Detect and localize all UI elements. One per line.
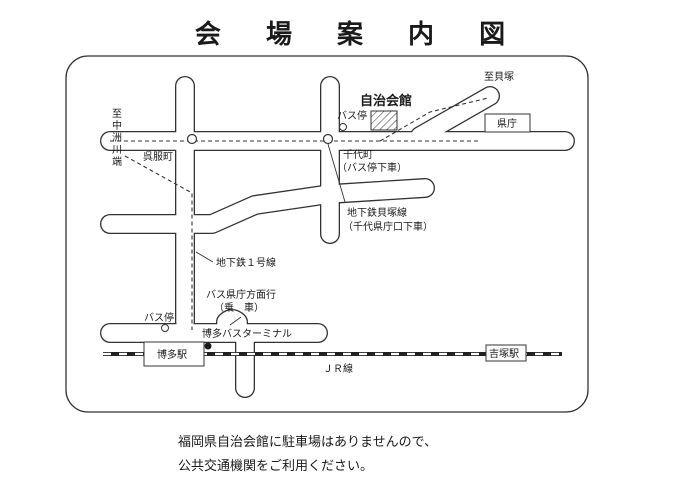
- label-itaru-nakasu: 至 中 洲 川 端: [112, 108, 122, 168]
- kencho-box: [484, 113, 531, 133]
- label-jr-line: ＪＲ線: [323, 362, 353, 375]
- svg-text:洲: 洲: [112, 132, 122, 144]
- label-yoshizuka-station: 吉塚駅: [489, 348, 519, 360]
- chiyo-station-marker: [322, 133, 334, 145]
- label-chiyomachi-sub: （バス停下車）: [337, 161, 407, 174]
- svg-text:川: 川: [112, 145, 122, 156]
- label-gofukumachi: 呉服町: [143, 151, 173, 163]
- label-bus-kencho-sub: （乗 車）: [214, 301, 264, 314]
- parking-note-line-1: 福岡県自治会館に駐車場はありませんので、: [178, 435, 438, 450]
- label-bus-kencho: バス県庁方面行: [206, 288, 276, 301]
- label-bus-stop-1: バス停: [337, 109, 367, 122]
- map-title: 会 場 案 内 図: [194, 20, 524, 50]
- jichi-kaikan-building: [370, 110, 398, 131]
- label-hakata-station: 博多駅: [157, 348, 187, 361]
- gofukumachi-station-marker: [186, 133, 198, 145]
- hakata-station-box: [143, 341, 205, 367]
- label-bus-stop-2: バス停: [144, 311, 174, 324]
- label-jichi-kaikan: 自治会館: [360, 93, 412, 109]
- label-itaru-kaizuka: 至貝塚: [484, 71, 514, 83]
- label-kencho: 県庁: [497, 117, 517, 130]
- svg-text:端: 端: [112, 155, 122, 168]
- bus-stop-2-marker: [161, 324, 169, 332]
- label-subway-kaizuka-sub: （千代県庁口下車）: [343, 220, 433, 233]
- label-subway-kaizuka: 地下鉄貝塚線: [347, 206, 407, 219]
- label-chiyomachi: 千代町: [343, 149, 373, 161]
- label-subway-line1: 地下鉄１号線: [216, 256, 276, 269]
- label-hakata-bt: 博多バスターミナル: [202, 327, 292, 340]
- subway-lines: [110, 97, 489, 330]
- yoshizuka-station-box: [485, 344, 527, 362]
- subway-kaizuka-branch: [379, 97, 489, 142]
- hakata-bt-marker: [204, 342, 212, 350]
- bus-stop-1-marker: [339, 123, 347, 131]
- parking-note-line-2: 公共交通機関をご利用ください。: [178, 459, 374, 474]
- svg-text:至: 至: [112, 108, 122, 120]
- leader-lines: [195, 143, 346, 326]
- svg-text:中: 中: [112, 119, 122, 132]
